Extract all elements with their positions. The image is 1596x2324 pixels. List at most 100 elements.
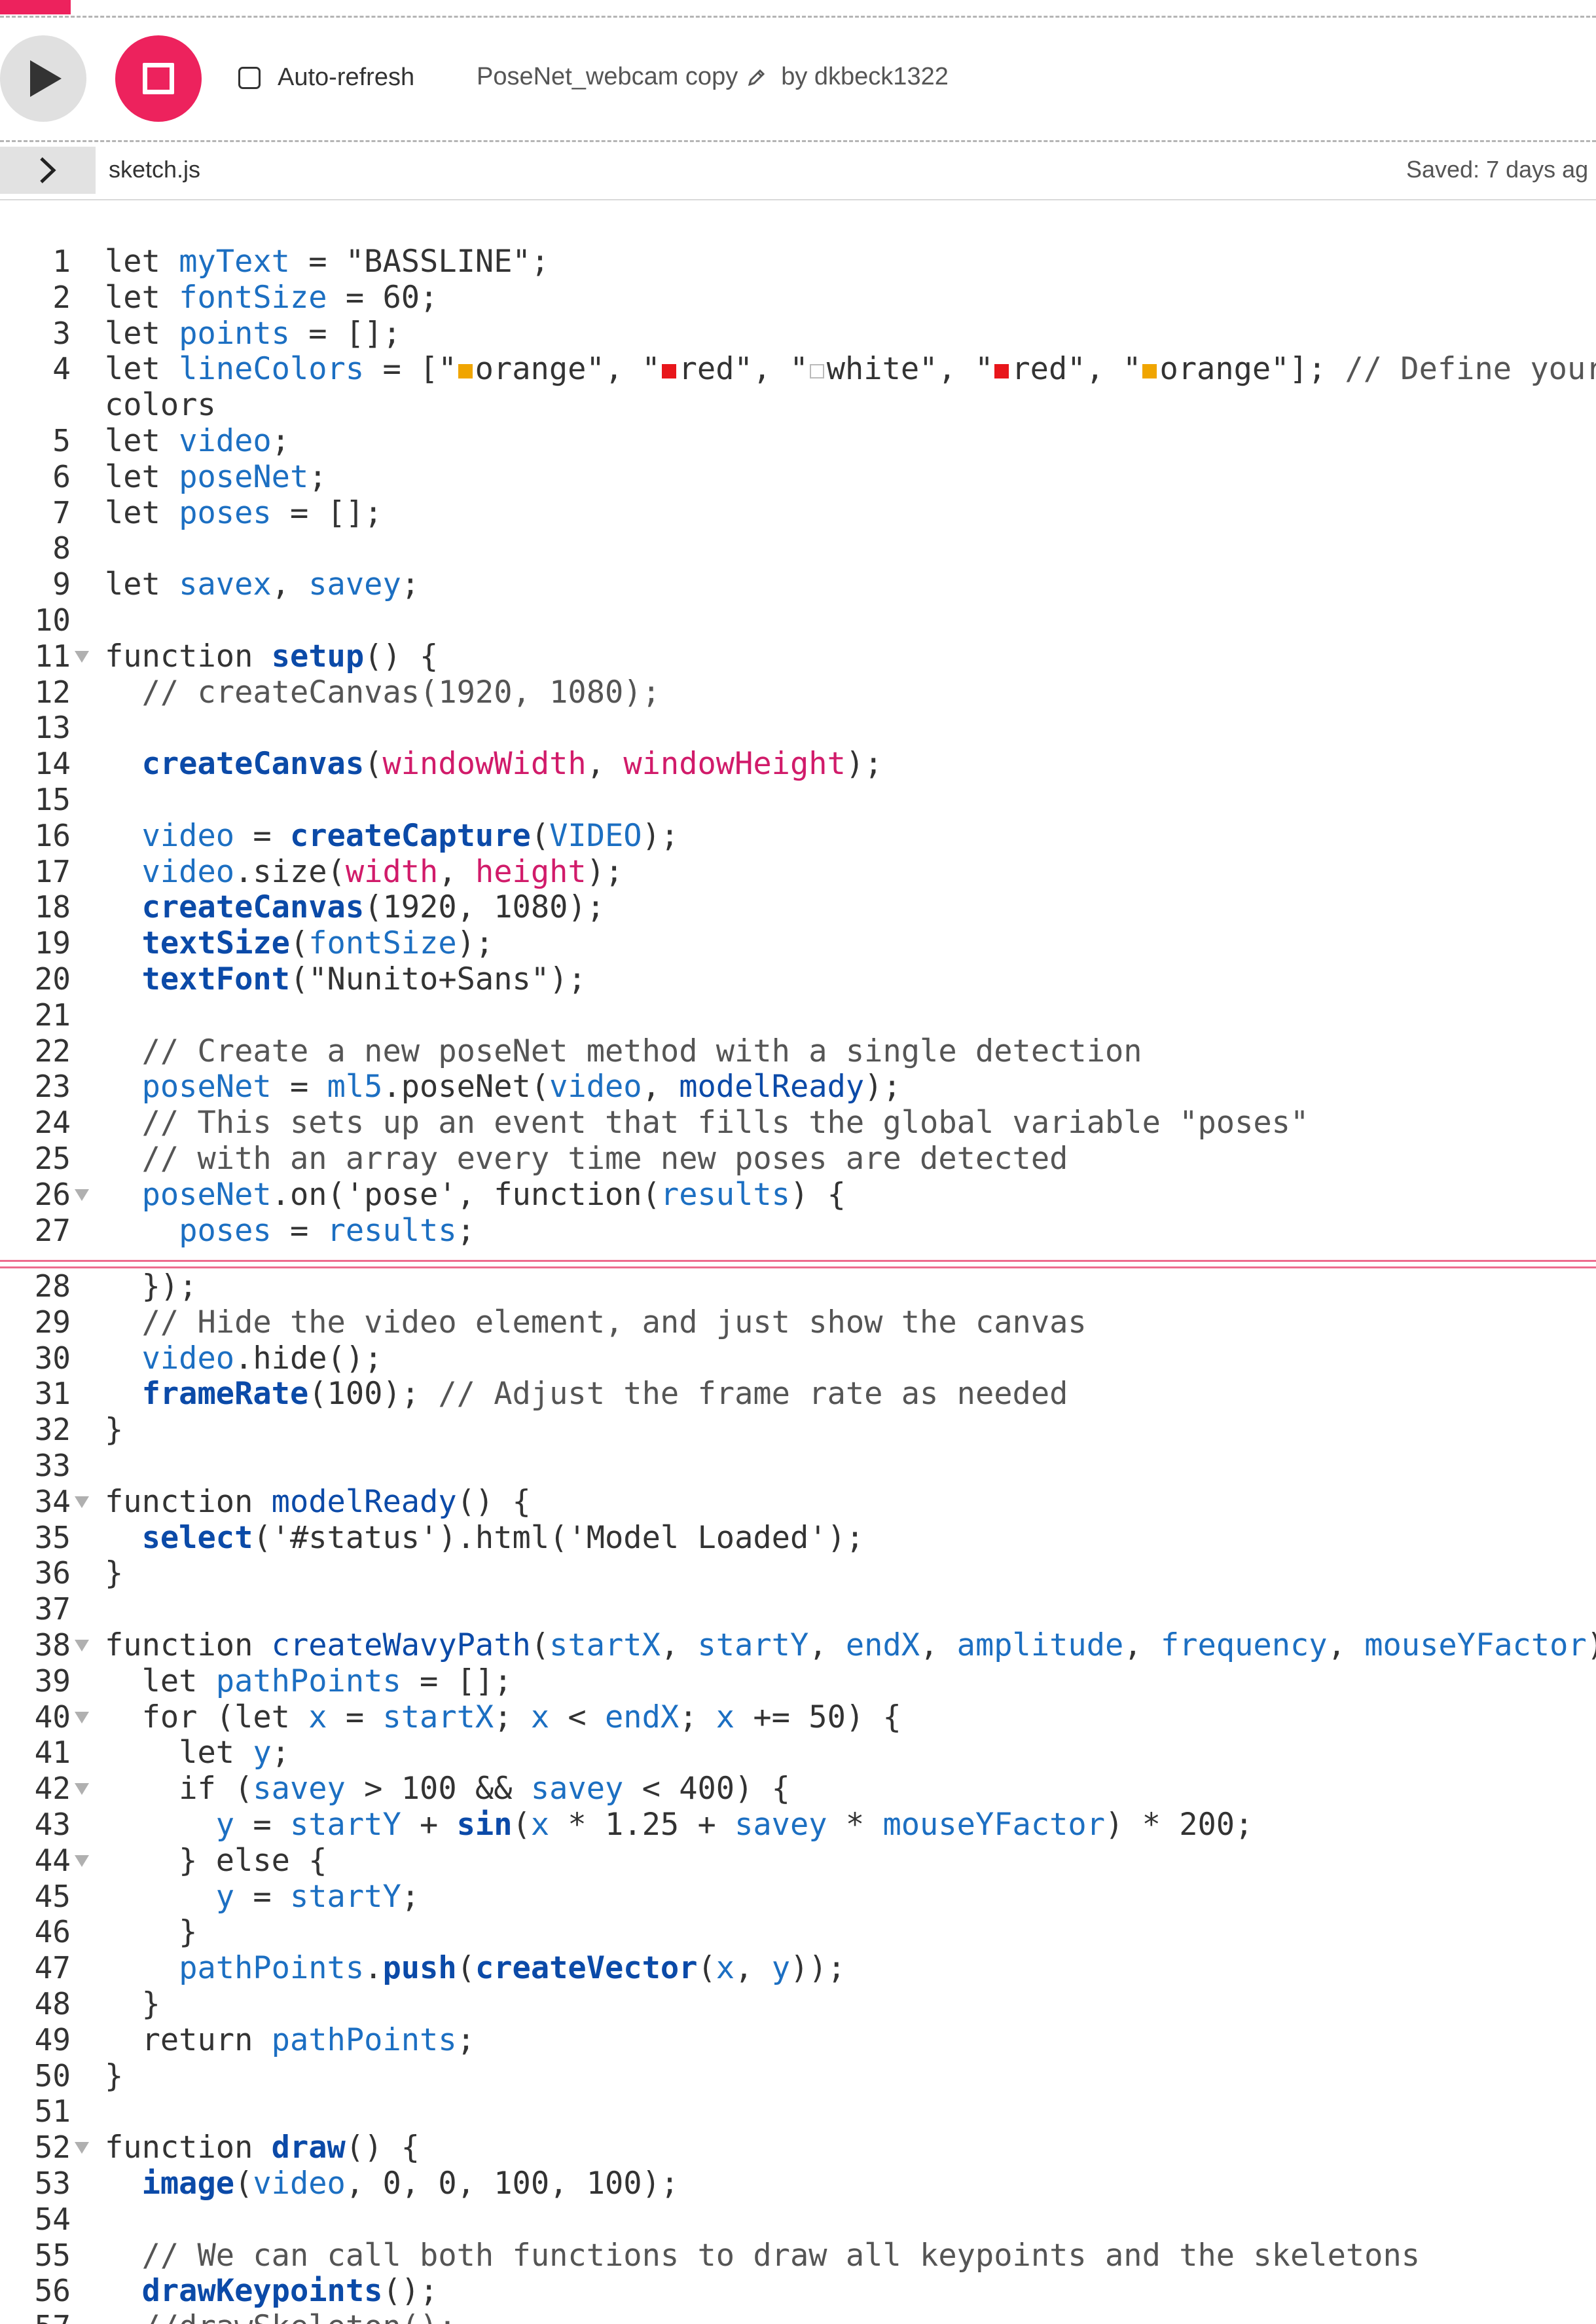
code-text[interactable]: //drawSkeleton(); — [105, 2309, 457, 2324]
code-line[interactable]: 8 — [0, 530, 1596, 566]
code-text[interactable]: function setup() { — [105, 638, 439, 674]
code-line[interactable]: 46 } — [0, 1914, 1596, 1950]
code-text[interactable]: let poseNet; — [105, 458, 327, 495]
code-text[interactable]: textSize(fontSize); — [141, 925, 494, 962]
code-line[interactable]: 51 — [0, 2093, 1596, 2130]
code-line[interactable]: 35 select('#status').html('Model Loaded'… — [0, 1520, 1596, 1556]
play-button[interactable] — [0, 35, 86, 122]
code-text[interactable]: pathPoints.push(createVector(x, y)); — [179, 1950, 846, 1987]
code-text[interactable]: } else { — [105, 1842, 327, 1879]
code-text[interactable]: if (savey > 100 && savey < 400) { — [179, 1771, 790, 1807]
code-text[interactable]: // createCanvas(1920, 1080); — [141, 674, 661, 710]
code-line[interactable]: 28 }); — [0, 1268, 1596, 1304]
code-text[interactable]: createCanvas(windowWidth, windowHeight); — [141, 746, 883, 783]
code-line[interactable]: 55 // We can call both functions to draw… — [0, 2238, 1596, 2274]
code-text[interactable]: select('#status').html('Model Loaded'); — [141, 1519, 865, 1556]
code-text[interactable]: let y; — [179, 1735, 290, 1771]
code-text[interactable]: } — [105, 2057, 124, 2094]
code-line[interactable]: 18 createCanvas(1920, 1080); — [0, 889, 1596, 925]
code-text[interactable]: } — [105, 1555, 124, 1592]
code-line[interactable]: 42 if (savey > 100 && savey < 400) { — [0, 1771, 1596, 1807]
code-line[interactable]: 31 frameRate(100); // Adjust the frame r… — [0, 1376, 1596, 1412]
code-text[interactable]: for (let x = startX; x < endX; x += 50) … — [141, 1699, 901, 1735]
autorefresh-checkbox[interactable] — [238, 66, 261, 89]
code-line[interactable]: 25 // with an array every time new poses… — [0, 1141, 1596, 1177]
code-text[interactable]: y = startY; — [215, 1878, 420, 1915]
code-text[interactable]: function modelReady() { — [105, 1483, 531, 1520]
code-text[interactable]: let lineColors = ["orange", "red", "whit… — [105, 351, 1596, 388]
fold-arrow-icon[interactable] — [73, 1782, 90, 1796]
autorefresh-toggle[interactable]: Auto-refresh — [238, 64, 414, 92]
code-line[interactable]: 47 pathPoints.push(createVector(x, y)); — [0, 1950, 1596, 1986]
code-text[interactable]: // This sets up an event that fills the … — [141, 1105, 1309, 1141]
fold-arrow-icon[interactable] — [73, 1188, 90, 1202]
fold-arrow-icon[interactable] — [73, 2141, 90, 2155]
code-text[interactable]: let savex, savey; — [105, 566, 420, 603]
code-line[interactable]: 30 video.hide(); — [0, 1340, 1596, 1376]
code-text[interactable]: let poses = []; — [105, 494, 383, 531]
project-name[interactable]: PoseNet_webcam copy — [477, 63, 738, 90]
code-text[interactable]: // We can call both functions to draw al… — [141, 2237, 1421, 2274]
code-line[interactable]: 56 drawKeypoints(); — [0, 2273, 1596, 2309]
fold-arrow-icon[interactable] — [73, 650, 90, 664]
code-line[interactable]: 48 } — [0, 1986, 1596, 2022]
code-text[interactable]: drawKeypoints(); — [141, 2273, 439, 2310]
code-line[interactable]: 23 poseNet = ml5.poseNet(video, modelRea… — [0, 1069, 1596, 1105]
code-line[interactable]: 22 // Create a new poseNet method with a… — [0, 1033, 1596, 1069]
code-text[interactable]: createCanvas(1920, 1080); — [141, 889, 606, 926]
expand-sidebar-button[interactable] — [0, 147, 96, 194]
code-line[interactable]: 27 poses = results; — [0, 1213, 1596, 1249]
code-text[interactable]: let video; — [105, 423, 290, 459]
code-line[interactable]: 45 y = startY; — [0, 1879, 1596, 1915]
code-line[interactable]: 57 //drawSkeleton(); — [0, 2309, 1596, 2324]
code-text[interactable]: let myText = "BASSLINE"; — [105, 244, 550, 280]
code-text[interactable]: textFont("Nunito+Sans"); — [141, 961, 587, 997]
code-line[interactable]: 19 textSize(fontSize); — [0, 925, 1596, 961]
code-line[interactable]: 41 let y; — [0, 1735, 1596, 1771]
code-text[interactable]: let pathPoints = []; — [141, 1663, 513, 1699]
code-line[interactable]: 36} — [0, 1555, 1596, 1591]
code-line[interactable]: 15 — [0, 782, 1596, 818]
code-text[interactable]: } — [105, 1412, 124, 1448]
code-text[interactable]: poseNet = ml5.poseNet(video, modelReady)… — [141, 1069, 901, 1105]
fold-arrow-icon[interactable] — [73, 1710, 90, 1725]
code-text[interactable]: y = startY + sin(x * 1.25 + savey * mous… — [215, 1807, 1254, 1843]
code-line[interactable]: 17 video.size(width, height); — [0, 854, 1596, 890]
code-line[interactable]: 43 y = startY + sin(x * 1.25 + savey * m… — [0, 1807, 1596, 1843]
file-name[interactable]: sketch.js — [109, 156, 201, 183]
pencil-icon[interactable] — [747, 67, 767, 87]
code-line[interactable]: 29 // Hide the video element, and just s… — [0, 1304, 1596, 1340]
code-text[interactable]: poses = results; — [179, 1212, 475, 1249]
code-line[interactable]: 24 // This sets up an event that fills t… — [0, 1105, 1596, 1141]
code-line[interactable]: 16 video = createCapture(VIDEO); — [0, 818, 1596, 854]
code-text[interactable]: let points = []; — [105, 315, 401, 352]
code-text[interactable]: poseNet.on('pose', function(results) { — [141, 1176, 846, 1213]
fold-arrow-icon[interactable] — [73, 1495, 90, 1509]
code-text[interactable]: video = createCapture(VIDEO); — [141, 817, 680, 854]
code-line[interactable]: 37 — [0, 1591, 1596, 1627]
code-text[interactable]: // Create a new poseNet method with a si… — [141, 1033, 1142, 1069]
code-text[interactable]: function draw() { — [105, 2130, 420, 2166]
code-line[interactable]: 14 createCanvas(windowWidth, windowHeigh… — [0, 746, 1596, 782]
editor-split-divider[interactable] — [0, 1260, 1596, 1268]
code-text[interactable]: image(video, 0, 0, 100, 100); — [141, 2166, 680, 2202]
code-text[interactable]: let fontSize = 60; — [105, 279, 439, 316]
code-line[interactable]: 54 — [0, 2202, 1596, 2238]
code-line[interactable]: 32} — [0, 1412, 1596, 1448]
code-text[interactable]: function createWavyPath(startX, startY, … — [105, 1627, 1596, 1663]
code-line[interactable]: 33 — [0, 1448, 1596, 1484]
code-line[interactable]: 49 return pathPoints; — [0, 2022, 1596, 2058]
code-text[interactable]: }); — [105, 1268, 198, 1304]
